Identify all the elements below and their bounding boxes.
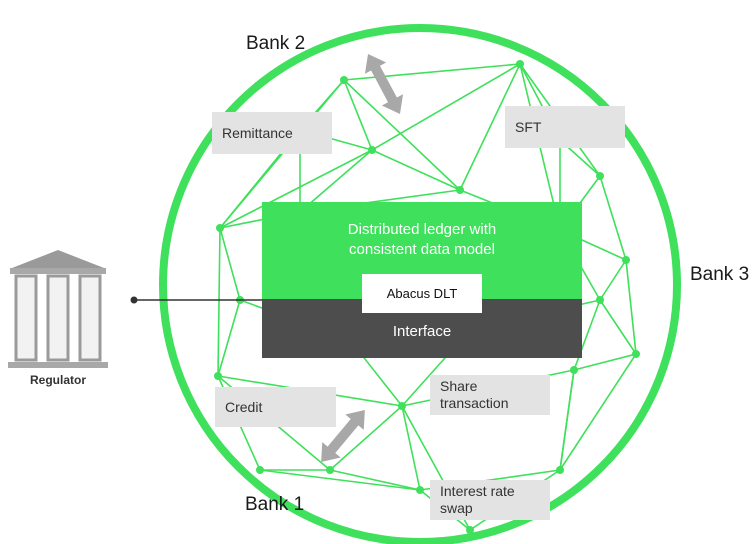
bank2-exchange-arrow xyxy=(364,53,404,115)
network-node xyxy=(632,350,640,358)
network-edge xyxy=(217,299,241,377)
network-edge xyxy=(559,353,637,471)
regulator-label: Regulator xyxy=(29,373,86,387)
network-edge xyxy=(459,63,521,191)
network-edge xyxy=(219,227,241,301)
abacus-dlt-label: Abacus DLT xyxy=(362,274,482,313)
network-node xyxy=(416,486,424,494)
network-edge xyxy=(329,469,421,491)
network-node xyxy=(216,224,224,232)
bank2-label: Bank 2 xyxy=(246,33,306,54)
share-transaction-box: Share transaction xyxy=(430,375,550,415)
network-edge xyxy=(299,149,373,213)
network-edge xyxy=(217,227,221,377)
network-node xyxy=(466,526,474,534)
network-edge xyxy=(573,353,637,371)
network-edge xyxy=(599,175,627,261)
bank3-label: Bank 3 xyxy=(690,264,750,285)
ledger-title: Distributed ledger with consistent data … xyxy=(347,221,497,258)
credit-box: Credit xyxy=(215,387,336,427)
network-edge xyxy=(599,259,627,301)
network-node xyxy=(214,372,222,380)
network-edge xyxy=(559,369,575,471)
network-node xyxy=(326,466,334,474)
network-edge xyxy=(343,79,461,191)
network-edge xyxy=(219,79,345,229)
network-node xyxy=(516,60,524,68)
bank-building-icon xyxy=(8,250,108,368)
network-node xyxy=(556,466,564,474)
network-edge xyxy=(599,299,637,355)
network-node xyxy=(456,186,464,194)
network-circle xyxy=(159,24,681,544)
network-node xyxy=(256,466,264,474)
network-edge xyxy=(625,259,637,355)
network-edge xyxy=(371,149,461,191)
remittance-box: Remittance xyxy=(212,112,332,154)
network-node xyxy=(596,296,604,304)
network-edge xyxy=(259,469,421,491)
network-node xyxy=(340,76,348,84)
network-edge xyxy=(401,405,421,491)
network-node xyxy=(622,256,630,264)
network-edge xyxy=(343,63,521,81)
network-node xyxy=(368,146,376,154)
network-edge xyxy=(573,299,601,371)
bank1-exchange-arrow xyxy=(321,409,365,463)
network-node xyxy=(570,366,578,374)
regulator-connector-dot xyxy=(130,296,138,304)
interest-rate-swap-box: Interest rate swap xyxy=(430,480,550,520)
network-edge xyxy=(371,63,521,151)
network-edge xyxy=(219,149,373,229)
network-node xyxy=(398,402,406,410)
network-node xyxy=(596,172,604,180)
sft-box: SFT xyxy=(505,106,625,148)
interface-label: Interface xyxy=(392,323,452,340)
network-edge xyxy=(329,405,403,471)
network-edge xyxy=(343,79,373,151)
bank1-label: Bank 1 xyxy=(245,494,305,515)
